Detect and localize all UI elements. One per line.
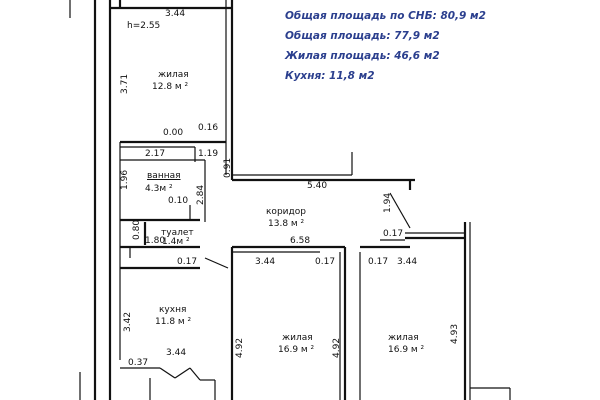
dim-right-room-height: 4.93	[450, 323, 460, 344]
dim-bath-height: 1.96	[120, 169, 130, 190]
room-name-living-mid: жилая	[282, 333, 313, 343]
dim-living-top-height: 3.71	[120, 73, 130, 94]
dim-kitchen-height: 3.42	[123, 311, 133, 332]
dim-mid-right-height: 4.92	[332, 337, 342, 358]
room-name-corridor: коридор	[266, 207, 306, 217]
room-name-toilet: туалет	[161, 228, 194, 238]
dim-080: 0.80	[132, 219, 142, 240]
kitchen-door-swing	[204, 257, 229, 269]
dim-right-room-width: 3.44	[397, 257, 418, 267]
area-summary: Общая площадь по СНБ: 80,9 м2 Общая площ…	[285, 6, 486, 86]
dim-194: 1.94	[383, 192, 393, 213]
total-area-snb: Общая площадь по СНБ: 80,9 м2	[285, 10, 486, 22]
dim-000: 0.00	[163, 128, 184, 138]
dim-kitchen-width: 3.44	[255, 257, 276, 267]
dim-mid-left-height: 4.92	[235, 337, 245, 358]
room-name-living-right: жилая	[388, 333, 419, 343]
room-name-kitchen: кухня	[159, 305, 187, 315]
dim-017-right-top: 0.17	[383, 229, 404, 239]
total-area: Общая площадь: 77,9 м2	[285, 30, 440, 42]
dim-217: 2.17	[145, 149, 166, 159]
room-area-living-top: 12.8 м ²	[152, 82, 189, 92]
dim-top-width: 3.44	[165, 9, 186, 19]
dim-017-kitchen: 0.17	[177, 257, 198, 267]
kitchen-bay-diag-left	[159, 367, 176, 379]
dim-119: 1.19	[198, 149, 219, 159]
room-area-living-right: 16.9 м ²	[388, 345, 425, 355]
kitchen-bay-diag-right	[174, 367, 191, 379]
dim-540: 5.40	[307, 181, 328, 191]
dim-091: 0.91	[223, 157, 233, 178]
room-area-corridor: 13.8 м ²	[268, 219, 305, 229]
room-area-bathroom: 4.3м ²	[145, 184, 173, 194]
living-area: Жилая площадь: 46,6 м2	[285, 50, 440, 62]
room-area-kitchen: 11.8 м ²	[155, 317, 192, 327]
kitchen-area: Кухня: 11,8 м2	[285, 70, 375, 82]
dim-010: 0.10	[168, 196, 189, 206]
room-name-bathroom: ванная	[147, 171, 181, 181]
room-area-toilet: 1.4м ²	[162, 237, 190, 247]
kitchen-bay-right	[189, 367, 201, 381]
dim-037: 0.37	[128, 358, 149, 368]
dim-bottom-width: 3.44	[166, 348, 187, 358]
dim-180: 1.80	[145, 236, 166, 246]
room-name-living-top: жилая	[158, 70, 189, 80]
dim-658: 6.58	[290, 236, 311, 246]
dim-017-right: 0.17	[368, 257, 389, 267]
room-area-living-mid: 16.9 м ²	[278, 345, 315, 355]
corridor-door-swing	[389, 192, 411, 229]
dim-016: 0.16	[198, 123, 219, 133]
dim-017-mid: 0.17	[315, 257, 336, 267]
dim-284: 2.84	[196, 184, 206, 205]
dim-ceiling-height: h=2.55	[127, 21, 161, 31]
